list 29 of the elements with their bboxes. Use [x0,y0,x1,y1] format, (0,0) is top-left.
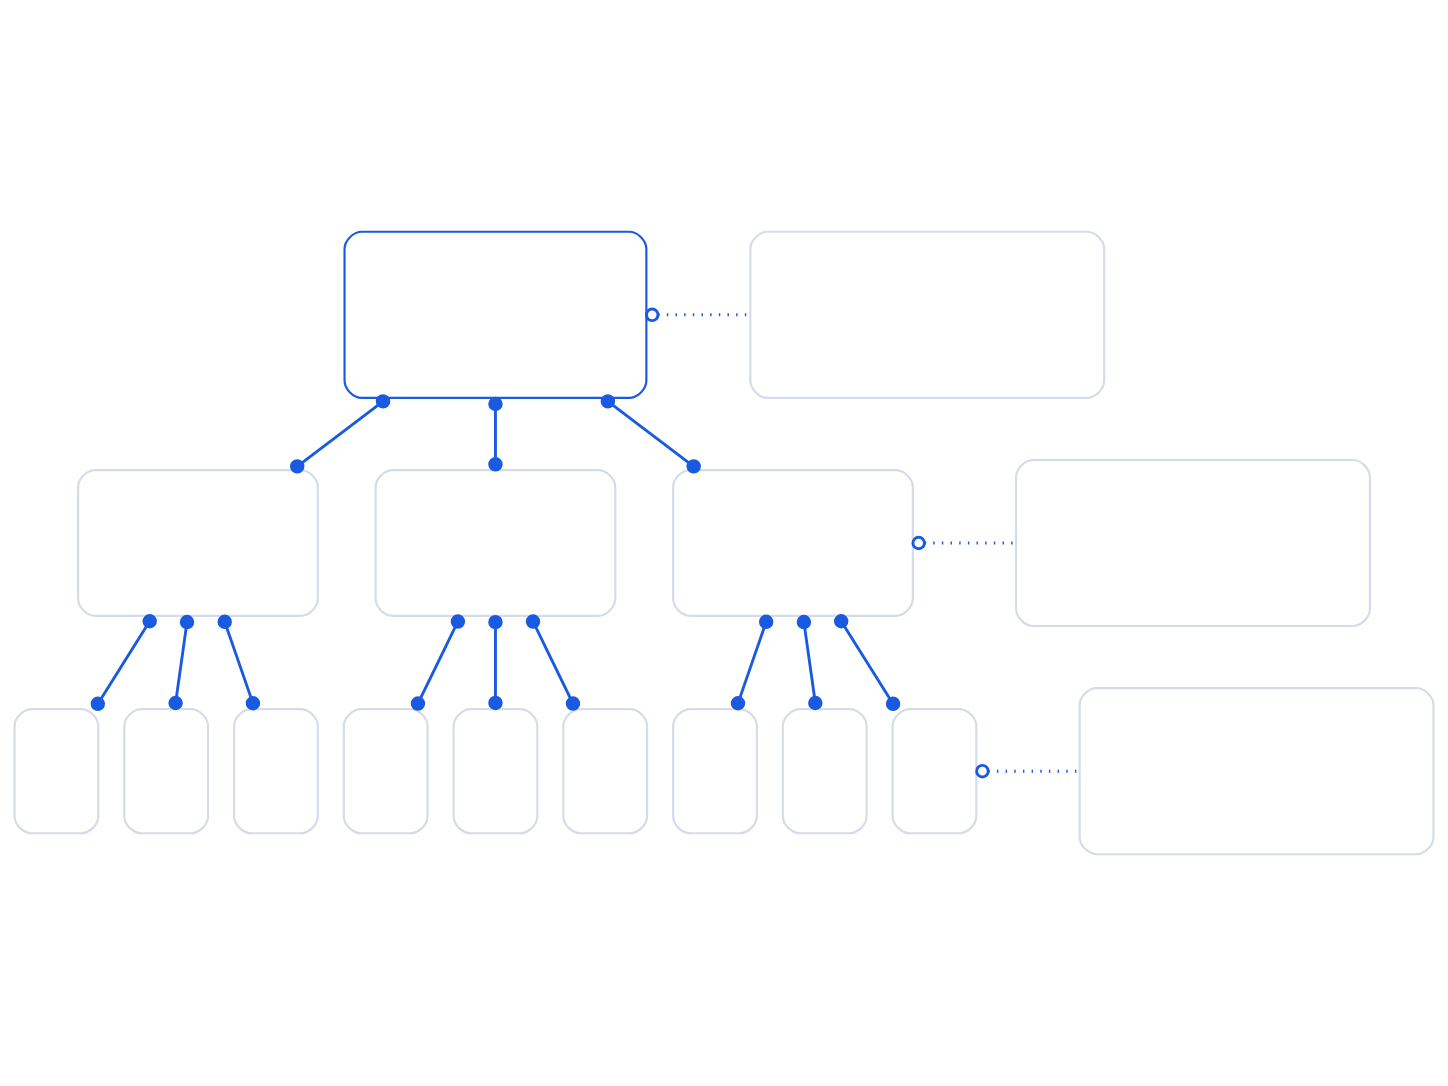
connector [730,614,774,711]
connector [168,614,195,711]
connector [834,614,901,712]
connector [488,614,503,711]
node-box [1078,687,1435,856]
node-box [749,230,1106,399]
node-box [77,469,319,617]
connector [600,394,701,474]
node-box [562,708,649,835]
connector [90,614,157,712]
node-box [452,708,539,835]
node-box [781,708,868,835]
connector [796,614,823,711]
connector [410,614,466,711]
node-box [343,230,648,399]
connector [488,396,503,472]
node-box [342,708,429,835]
node-box [123,708,210,835]
node-box [672,469,914,617]
connector [217,614,261,711]
node-box [232,708,319,835]
connector [290,394,391,474]
connector [911,535,1016,551]
node-box [13,708,100,835]
node-box [374,469,617,617]
node-box [1015,458,1371,628]
connector [525,614,581,711]
node-box [891,708,978,835]
node-box [672,708,758,835]
